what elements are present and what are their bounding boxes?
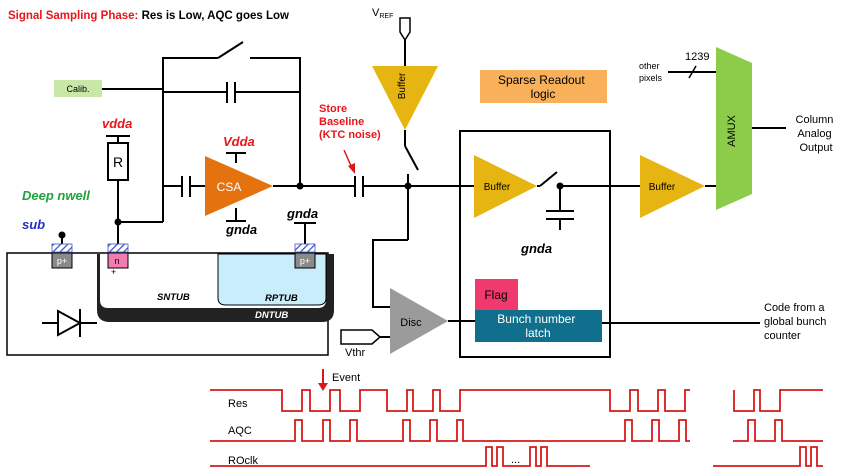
buffer-2 [640, 155, 705, 218]
buffer-2-label: Buffer [649, 182, 676, 193]
gnda-tub-label: gnda [286, 206, 318, 221]
vthr-pin [340, 329, 382, 345]
dntub-label: DNTUB [255, 310, 288, 321]
n-plus-sign: + [111, 267, 116, 277]
sub-contact-dot [58, 231, 66, 239]
sensor-cross-section: Deep nwell sub gnda SNTUB RPTUB DNTUB p+… [6, 188, 334, 356]
other-pixels-label: other pixels [639, 61, 663, 83]
disc-label: Disc [400, 317, 422, 329]
rptub-contact-metal [294, 243, 316, 253]
vdda-csa-label: Vdda [223, 134, 255, 149]
calib-label: Calib. [66, 84, 89, 94]
res-waveform [210, 389, 823, 412]
vref-label: VREF [372, 7, 393, 20]
title-rest: Res is Low, AQC goes Low [138, 10, 289, 22]
bus-slash [688, 65, 697, 79]
csa-output-dot [296, 182, 304, 190]
diode-symbol [42, 309, 97, 337]
feedback-network: Calib. [54, 41, 301, 201]
diode-triangle [57, 309, 83, 337]
bus-width-label: 1239 [685, 51, 709, 63]
roclk-ellipsis: ... [511, 454, 520, 466]
timing-diagram: Event Res AQC ROclk ... [210, 369, 823, 467]
vdda-left-label: vdda [102, 116, 132, 131]
event-arrowhead [318, 383, 328, 391]
buffer-1 [474, 155, 537, 218]
n-diffusion-label: n [114, 256, 119, 266]
store-baseline-label: Store Baseline (KTC noise) [319, 103, 381, 141]
feedback-wire-left [162, 57, 218, 201]
output-stage: Buffer AMUX 1239 other pixels Column Ana… [639, 47, 837, 218]
pplus-right-diffusion [294, 252, 316, 269]
rptub-label: RPTUB [265, 293, 298, 304]
sub-label: sub [22, 217, 45, 232]
sparse-readout-label: Sparse Readout logic [498, 73, 588, 101]
roclk-waveform [210, 446, 823, 467]
title-prefix: Signal Sampling Phase: [8, 10, 138, 22]
deep-nwell-label: Deep nwell [22, 188, 90, 203]
sparse-readout-block: Buffer gnda Flag Bunch number latch [459, 130, 640, 358]
store-baseline-arrowhead [348, 163, 355, 174]
disc-triangle [390, 288, 448, 354]
sntub-label: SNTUB [157, 292, 190, 303]
global-counter-label: Code from a global bunch counter [764, 302, 829, 342]
pplus-left-diffusion [51, 252, 73, 269]
pplus-right-label: p+ [300, 256, 310, 266]
vref-buffer: VREF Buffer [372, 7, 438, 308]
baseline-switch [404, 145, 419, 171]
feedback-wire-right [250, 57, 301, 186]
hold-switch [539, 171, 558, 187]
buffer-1-label: Buffer [484, 182, 511, 193]
discriminator: Disc Vthr [340, 288, 475, 359]
sparse-readout-frame [459, 130, 611, 358]
resistor-label: R [113, 154, 123, 170]
signal-res-label: Res [228, 398, 248, 410]
column-output-label: Column Analog Output [796, 114, 837, 154]
input-stage: vdda R Vdda CSA gnda [102, 116, 354, 248]
vthr-label: Vthr [345, 347, 366, 359]
gnda-cap-label: gnda [520, 241, 552, 256]
amux-block [716, 47, 752, 210]
csa-label: CSA [217, 180, 242, 194]
reset-switch [217, 41, 244, 59]
pplus-left-label: p+ [57, 256, 67, 266]
bunch-latch-box [475, 310, 602, 342]
signal-roclk-label: ROclk [228, 455, 258, 467]
sub-contact-metal [51, 243, 73, 253]
bunch-latch-label: Bunch number latch [497, 312, 578, 340]
calib-box [54, 80, 102, 97]
buffer-top-label: Buffer [397, 72, 408, 99]
flag-label: Flag [484, 288, 507, 302]
baseline-cap: Store Baseline (KTC noise) [319, 103, 474, 197]
event-label: Event [332, 372, 360, 384]
vref-pin [399, 17, 411, 42]
signal-aqc-label: AQC [228, 425, 252, 437]
n-contact-metal [107, 243, 129, 253]
csa-amplifier [205, 156, 273, 216]
flag-box [475, 279, 518, 310]
aqc-waveform [210, 419, 823, 442]
amux-label: AMUX [726, 114, 738, 146]
diagram-title: Signal Sampling Phase: Res is Low, AQC g… [8, 10, 289, 22]
buffer-top [372, 66, 438, 130]
n-diffusion [107, 252, 129, 269]
gnda-csa-label: gnda [225, 222, 257, 237]
sparse-readout-box [480, 70, 607, 103]
disc-input-wire [372, 239, 408, 308]
